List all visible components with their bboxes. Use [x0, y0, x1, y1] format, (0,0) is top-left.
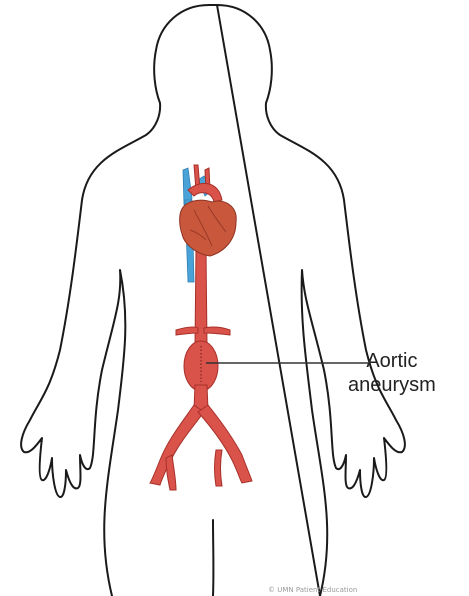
callout-line-2: aneurysm — [348, 373, 436, 397]
body-outline — [21, 5, 405, 596]
aortic-aneurysm-label: Aortic aneurysm — [348, 349, 436, 397]
callout-line-1: Aortic — [348, 349, 436, 373]
credit-text: © UMN Patient Education — [268, 586, 357, 594]
